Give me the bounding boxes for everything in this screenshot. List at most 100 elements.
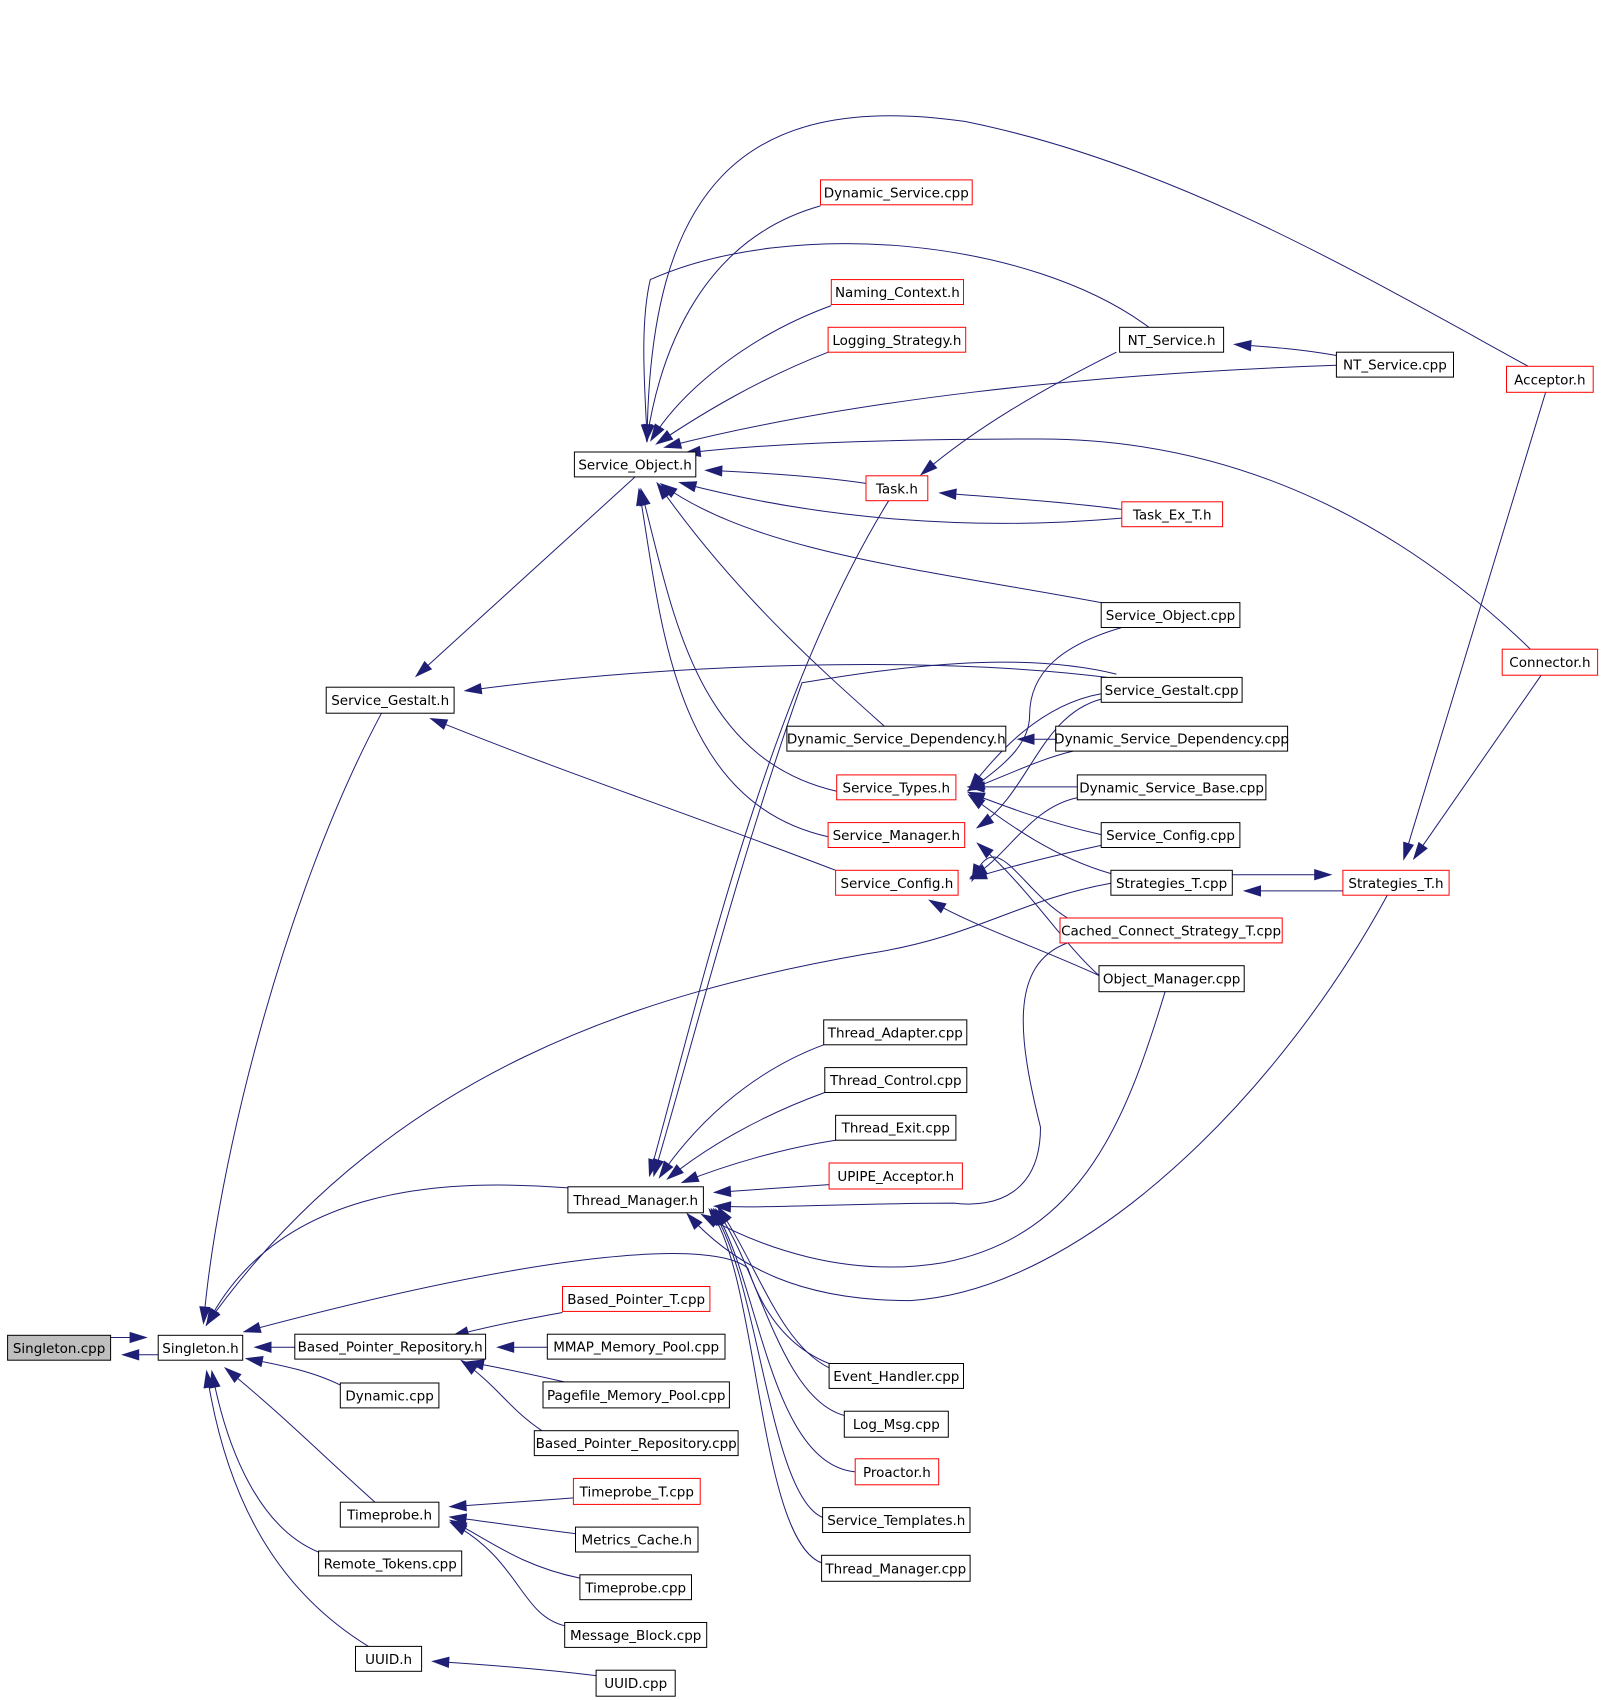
node-box[interactable] bbox=[822, 1507, 971, 1533]
node-service-gestalt-cpp[interactable]: Service_Gestalt.cpp bbox=[1100, 676, 1243, 703]
node-box[interactable] bbox=[824, 1067, 968, 1093]
node-box[interactable] bbox=[339, 1501, 440, 1528]
node-box[interactable] bbox=[318, 1550, 463, 1577]
node-thread-adapter-cpp[interactable]: Thread_Adapter.cpp bbox=[823, 1019, 968, 1046]
node-box[interactable] bbox=[542, 1381, 730, 1409]
node-strategies-t-h[interactable]: Strategies_T.h bbox=[1342, 869, 1450, 896]
node-box[interactable] bbox=[567, 1186, 704, 1214]
node-box[interactable] bbox=[1100, 822, 1241, 848]
node-box[interactable] bbox=[1100, 676, 1243, 703]
node-service-config-cpp[interactable]: Service_Config.cpp bbox=[1100, 822, 1241, 848]
node-box[interactable] bbox=[854, 1458, 940, 1486]
node-box[interactable] bbox=[339, 1382, 440, 1409]
node-proactor-h[interactable]: Proactor.h bbox=[854, 1458, 940, 1486]
node-thread-exit-cpp[interactable]: Thread_Exit.cpp bbox=[835, 1114, 957, 1141]
node-box[interactable] bbox=[1055, 725, 1289, 752]
node-box[interactable] bbox=[843, 1410, 949, 1438]
node-box[interactable] bbox=[827, 822, 966, 848]
node-box[interactable] bbox=[821, 1554, 971, 1582]
node-box[interactable] bbox=[579, 1574, 693, 1601]
node-box[interactable] bbox=[572, 1477, 701, 1505]
node-task-ex-t-h[interactable]: Task_Ex_T.h bbox=[1121, 501, 1224, 528]
node-dsd-h[interactable]: Dynamic_Service_Dependency.h bbox=[786, 725, 1007, 752]
node-dynamic-cpp[interactable]: Dynamic.cpp bbox=[339, 1382, 440, 1409]
node-box[interactable] bbox=[1506, 365, 1594, 393]
node-singleton-cpp[interactable]: Singleton.cpp bbox=[7, 1334, 112, 1361]
node-box[interactable] bbox=[823, 1019, 968, 1046]
node-box[interactable] bbox=[828, 1363, 964, 1389]
node-connector-h[interactable]: Connector.h bbox=[1501, 648, 1599, 676]
node-box[interactable] bbox=[1342, 869, 1450, 896]
node-service-types-h[interactable]: Service_Types.h bbox=[836, 774, 957, 801]
node-log-msg-cpp[interactable]: Log_Msg.cpp bbox=[843, 1410, 949, 1438]
node-box[interactable] bbox=[1098, 965, 1245, 993]
node-box[interactable] bbox=[835, 1114, 957, 1141]
node-box[interactable] bbox=[355, 1645, 423, 1672]
node-thread-manager-h[interactable]: Thread_Manager.h bbox=[567, 1186, 704, 1214]
node-box[interactable] bbox=[562, 1286, 711, 1312]
node-object-manager-cpp[interactable]: Object_Manager.cpp bbox=[1098, 965, 1245, 993]
node-service-templates-h[interactable]: Service_Templates.h bbox=[822, 1507, 971, 1533]
node-nt-service-h[interactable]: NT_Service.h bbox=[1119, 326, 1225, 353]
node-box[interactable] bbox=[573, 451, 697, 478]
node-metrics-cache-h[interactable]: Metrics_Cache.h bbox=[575, 1526, 699, 1553]
node-box[interactable] bbox=[835, 869, 959, 896]
node-uuid-cpp[interactable]: UUID.cpp bbox=[595, 1669, 676, 1697]
node-box[interactable] bbox=[828, 1162, 963, 1190]
node-box[interactable] bbox=[786, 725, 1007, 752]
node-box[interactable] bbox=[865, 475, 929, 502]
node-box[interactable] bbox=[1059, 917, 1283, 944]
node-box[interactable] bbox=[533, 1430, 739, 1457]
node-box[interactable] bbox=[595, 1669, 676, 1697]
node-box[interactable] bbox=[157, 1334, 244, 1361]
node-service-object-cpp[interactable]: Service_Object.cpp bbox=[1100, 602, 1241, 628]
node-mmap-pool-cpp[interactable]: MMAP_Memory_Pool.cpp bbox=[546, 1333, 726, 1360]
node-nt-service-cpp[interactable]: NT_Service.cpp bbox=[1335, 351, 1455, 378]
node-box[interactable] bbox=[325, 686, 455, 714]
node-bpr-cpp[interactable]: Based_Pointer_Repository.cpp bbox=[533, 1430, 739, 1457]
node-dynamic-service-cpp[interactable]: Dynamic_Service.cpp bbox=[820, 179, 973, 206]
node-box[interactable] bbox=[7, 1334, 112, 1361]
node-box[interactable] bbox=[575, 1526, 699, 1553]
node-box[interactable] bbox=[1119, 326, 1225, 353]
node-box[interactable] bbox=[1335, 351, 1455, 378]
node-box[interactable] bbox=[1110, 869, 1233, 896]
node-singleton-h[interactable]: Singleton.h bbox=[157, 1334, 244, 1361]
node-box[interactable] bbox=[820, 179, 973, 206]
node-service-object-h[interactable]: Service_Object.h bbox=[573, 451, 697, 478]
node-task-h[interactable]: Task.h bbox=[865, 475, 929, 502]
node-ccs-t-cpp[interactable]: Cached_Connect_Strategy_T.cpp bbox=[1059, 917, 1283, 944]
node-box[interactable] bbox=[564, 1622, 708, 1648]
node-event-handler-cpp[interactable]: Event_Handler.cpp bbox=[828, 1363, 964, 1389]
node-acceptor-h[interactable]: Acceptor.h bbox=[1506, 365, 1594, 393]
node-logging-strategy-h[interactable]: Logging_Strategy.h bbox=[827, 326, 967, 353]
node-box[interactable] bbox=[1501, 648, 1599, 676]
node-pagefile-pool-cpp[interactable]: Pagefile_Memory_Pool.cpp bbox=[542, 1381, 730, 1409]
node-timeprobe-h[interactable]: Timeprobe.h bbox=[339, 1501, 440, 1528]
node-box[interactable] bbox=[836, 774, 957, 801]
node-dsd-cpp[interactable]: Dynamic_Service_Dependency.cpp bbox=[1054, 725, 1289, 752]
node-uuid-h[interactable]: UUID.h bbox=[355, 1645, 423, 1672]
node-timeprobe-cpp[interactable]: Timeprobe.cpp bbox=[579, 1574, 693, 1601]
node-box[interactable] bbox=[830, 279, 964, 306]
node-dsb-cpp[interactable]: Dynamic_Service_Base.cpp bbox=[1076, 774, 1267, 801]
node-thread-control-cpp[interactable]: Thread_Control.cpp bbox=[824, 1067, 968, 1093]
node-box[interactable] bbox=[1100, 602, 1241, 628]
node-service-manager-h[interactable]: Service_Manager.h bbox=[827, 822, 966, 848]
node-box[interactable] bbox=[1076, 774, 1267, 801]
node-thread-manager-cpp[interactable]: Thread_Manager.cpp bbox=[821, 1554, 971, 1582]
node-message-block-cpp[interactable]: Message_Block.cpp bbox=[564, 1622, 708, 1648]
node-box[interactable] bbox=[294, 1333, 487, 1360]
node-naming-context-h[interactable]: Naming_Context.h bbox=[830, 279, 964, 306]
node-service-gestalt-h[interactable]: Service_Gestalt.h bbox=[325, 686, 455, 714]
node-remote-tokens-cpp[interactable]: Remote_Tokens.cpp bbox=[318, 1550, 463, 1577]
node-upipe-acceptor-h[interactable]: UPIPE_Acceptor.h bbox=[828, 1162, 963, 1190]
node-bpr-h[interactable]: Based_Pointer_Repository.h bbox=[294, 1333, 487, 1360]
node-service-config-h[interactable]: Service_Config.h bbox=[835, 869, 959, 896]
node-box[interactable] bbox=[827, 326, 967, 353]
node-box[interactable] bbox=[546, 1333, 726, 1360]
node-based-pointer-t-cpp[interactable]: Based_Pointer_T.cpp bbox=[562, 1286, 711, 1312]
node-strategies-t-cpp[interactable]: Strategies_T.cpp bbox=[1110, 869, 1233, 896]
node-box[interactable] bbox=[1121, 501, 1224, 528]
node-timeprobe-t-cpp[interactable]: Timeprobe_T.cpp bbox=[572, 1477, 701, 1505]
